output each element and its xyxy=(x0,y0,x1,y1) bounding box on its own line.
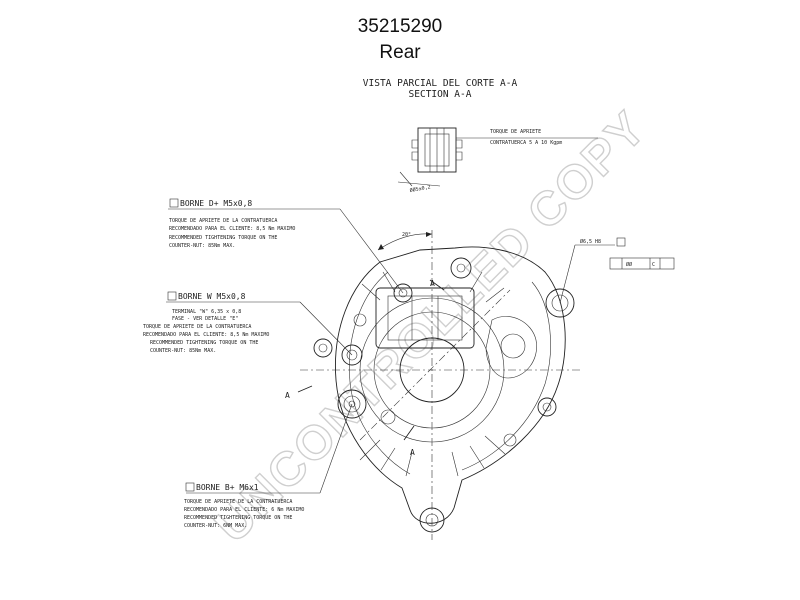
borne-d-symbol xyxy=(169,198,179,208)
section-title-en: SECTION A-A xyxy=(409,89,472,100)
borne-d-line-2: RECOMENDADO PARA EL CLIENTE: 8,5 Nm MAXI… xyxy=(169,226,295,232)
tolerance-symbol-box xyxy=(616,237,626,247)
borne-d-callout: BORNE D+ M5x0,8 TORQUE DE APRIETE DE LA … xyxy=(168,198,404,294)
frame-datum: C xyxy=(652,262,655,268)
section-detail: TORQUE DE APRIETE CONTRATUERCA 5 A 10 Kg… xyxy=(397,127,598,194)
borne-w-title: BORNE W M5x0,8 xyxy=(178,292,246,301)
borne-d-line-4: COUNTER-NUT: 85Nm MAX. xyxy=(169,243,235,249)
hole-tolerance: Ø6,5 H8 xyxy=(580,238,601,245)
section-title-es: VISTA PARCIAL DEL CORTE A-A xyxy=(363,78,518,89)
section-mark: A A A xyxy=(285,279,445,457)
borne-b-symbol xyxy=(185,482,195,492)
borne-w-line-5: RECOMMENDED TIGHTENING TORQUE ON THE xyxy=(150,340,258,346)
borne-w-line-2: FASE - VER DETALLE "E" xyxy=(172,316,238,322)
borne-w-symbol xyxy=(167,291,177,301)
torque-note-1: TORQUE DE APRIETE xyxy=(490,129,541,135)
part-number: 35215290 xyxy=(357,16,443,37)
watermark: UNCONTROLLED COPY xyxy=(205,101,657,553)
borne-b-line-2: RECOMENDADO PARA EL CLIENTE: 6 Nm MAXIMO xyxy=(184,507,304,513)
angle-label: 20° xyxy=(402,232,411,238)
borne-d-line-1: TORQUE DE APRIETE DE LA CONTRATUERCA xyxy=(169,218,277,224)
borne-b-line-3: RECOMMENDED TIGHTENING TORQUE ON THE xyxy=(184,515,292,521)
borne-w-line-6: COUNTER-NUT: 85Nm MAX. xyxy=(150,348,216,354)
angle-dimension: 20° xyxy=(377,232,433,251)
borne-b-title: BORNE B+ M6x1 xyxy=(196,483,259,492)
alternator-housing xyxy=(300,230,580,540)
torque-note-2: CONTRATUERCA 5 A 10 Kgpm xyxy=(490,140,562,146)
borne-b-line-4: COUNTER-NUT: 6NM MAX. xyxy=(184,523,247,529)
section-mark-a-left: A xyxy=(285,391,290,400)
borne-d-line-3: RECOMMENDED TIGHTENING TORQUE ON THE xyxy=(169,235,277,241)
hole-tolerance-callout: Ø6,5 H8 ØØ C xyxy=(559,237,675,304)
borne-w-line-3: TORQUE DE APRIETE DE LA CONTRATUERCA xyxy=(143,324,251,330)
borne-w-line-4: RECOMENDADO PARA EL CLIENTE: 8,5 Nm MAXI… xyxy=(143,332,269,338)
borne-w-callout: BORNE W M5x0,8 TERMINAL "W" 6,35 x 0,8 F… xyxy=(143,291,353,356)
borne-b-callout: BORNE B+ M6x1 TORQUE DE APRIETE DE LA CO… xyxy=(184,403,353,529)
view-label: Rear xyxy=(379,42,421,63)
frame-ref: ØØ xyxy=(626,261,632,268)
section-mark-a-bottom: A xyxy=(410,448,415,457)
borne-w-line-1: TERMINAL "W" 6,35 x 0,8 xyxy=(172,309,241,315)
borne-d-title: BORNE D+ M5x0,8 xyxy=(180,199,252,208)
borne-b-line-1: TORQUE DE APRIETE DE LA CONTRATUERCA xyxy=(184,499,292,505)
section-dim: ØØ5±0,2 xyxy=(409,183,431,194)
section-mark-a-top: A xyxy=(430,279,435,288)
